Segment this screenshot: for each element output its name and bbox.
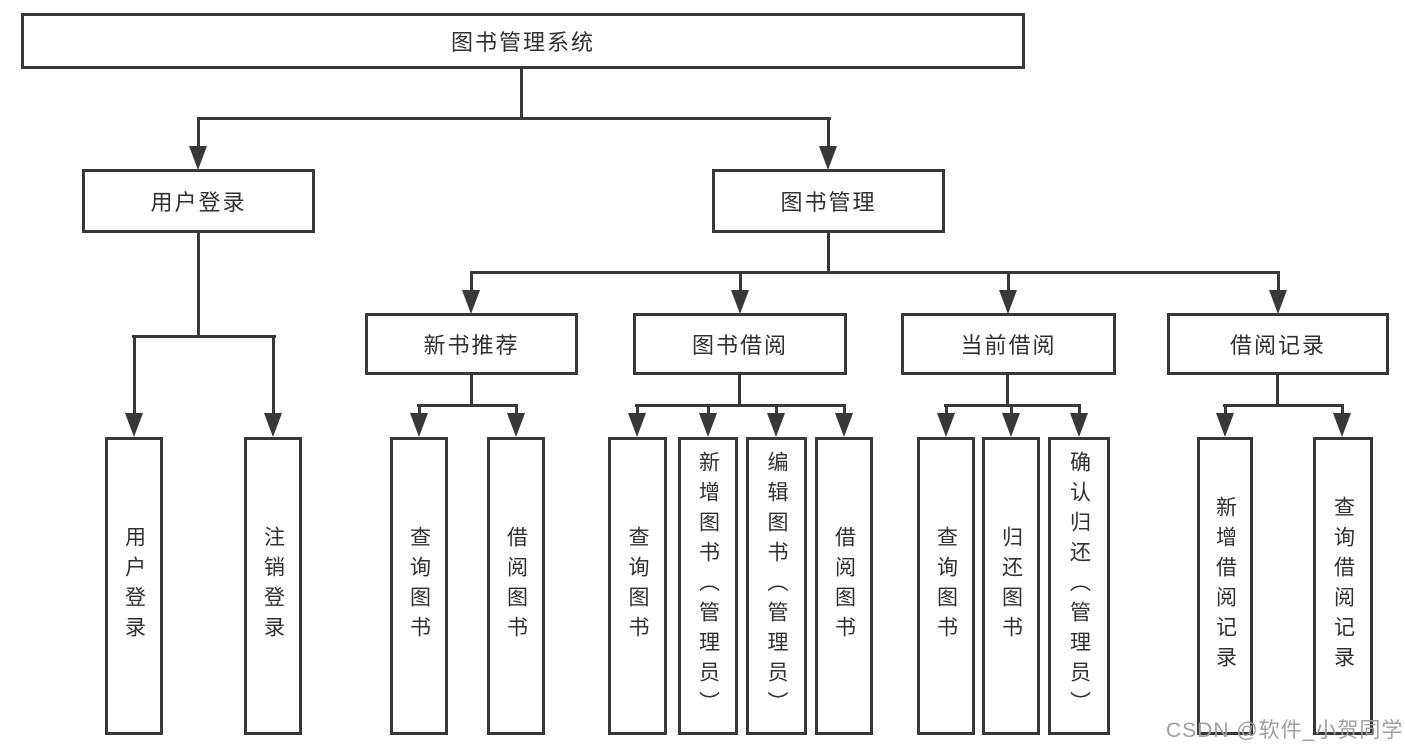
arrowhead-icon [767,413,785,437]
connector-line [635,404,846,407]
leaf-confirm-return-admin: 确认归还（管理员） [1048,437,1110,735]
arrowhead-icon [628,413,646,437]
arrowhead-icon [189,146,207,170]
connector-line [1224,404,1227,414]
connector-line [520,69,523,120]
node-book-management-label: 图书管理 [780,190,877,215]
arrowhead-icon [819,146,837,170]
leaf-query-borrow-record-label: 查询借阅记录 [1331,496,1355,676]
node-new-book-recommend: 新书推荐 [365,313,578,375]
connector-line [1006,375,1009,407]
arrowhead-icon [1216,413,1234,437]
node-user-login-branch: 用户登录 [82,169,315,233]
leaf-query-books-borrow: 查询图书 [608,437,667,735]
connector-line [1078,404,1081,414]
leaf-borrow-books-recommend-label: 借阅图书 [504,526,528,646]
connector-line [843,404,846,414]
connector-line [470,271,473,291]
node-user-login-branch-label: 用户登录 [150,190,247,215]
connector-line [1341,404,1344,414]
node-book-management: 图书管理 [712,169,945,233]
leaf-return-book-label: 归还图书 [999,526,1023,646]
leaf-user-login-label: 用户登录 [122,526,146,646]
connector-line [197,233,200,338]
arrowhead-icon [410,413,428,437]
leaf-query-books-current-label: 查询图书 [934,526,958,646]
leaf-query-books-recommend-label: 查询图书 [407,526,431,646]
connector-line [707,404,710,414]
connector-line [739,271,742,291]
connector-line [470,375,473,407]
leaf-return-book: 归还图书 [982,437,1040,735]
arrowhead-icon [699,413,717,437]
leaf-query-books-recommend: 查询图书 [390,437,448,735]
connector-line [418,404,421,414]
connector-line [636,404,639,414]
connector-line [515,404,518,414]
arrowhead-icon [835,413,853,437]
leaf-confirm-return-admin-label: 确认归还（管理员） [1067,451,1091,721]
connector-line [1010,404,1013,414]
node-book-borrowing-label: 图书借阅 [691,333,788,358]
arrowhead-icon [264,413,282,437]
leaf-edit-book-admin: 编辑图书（管理员） [746,437,807,735]
leaf-query-borrow-record: 查询借阅记录 [1313,437,1373,735]
node-new-book-recommend-label: 新书推荐 [423,333,520,358]
connector-line [132,335,276,338]
leaf-logout: 注销登录 [244,437,302,735]
connector-line [1007,271,1010,291]
leaf-add-book-admin: 新增图书（管理员） [678,437,738,735]
leaf-add-borrow-record-label: 新增借阅记录 [1213,496,1237,676]
connector-line [470,271,1280,274]
leaf-add-borrow-record: 新增借阅记录 [1197,437,1253,735]
connector-line [133,335,136,414]
arrowhead-icon [1070,413,1088,437]
arrowhead-icon [1333,413,1351,437]
connector-line [197,117,831,120]
leaf-query-books-borrow-label: 查询图书 [626,526,649,646]
connector-line [827,117,830,147]
arrowhead-icon [507,413,525,437]
leaf-borrow-books-label: 借阅图书 [832,526,856,646]
connector-line [775,404,778,414]
connector-line [945,404,948,414]
leaf-user-login: 用户登录 [105,437,163,735]
node-root: 图书管理系统 [21,13,1025,69]
connector-line [1277,271,1280,291]
arrowhead-icon [462,290,480,314]
connector-line [1223,404,1344,407]
arrowhead-icon [937,413,955,437]
connector-line [417,404,518,407]
connector-line [1276,375,1279,407]
leaf-logout-label: 注销登录 [261,526,285,646]
node-root-label: 图书管理系统 [450,30,595,55]
node-borrowing-records-label: 借阅记录 [1229,333,1326,358]
leaf-add-book-admin-label: 新增图书（管理员） [696,451,720,721]
leaf-borrow-books: 借阅图书 [815,437,873,735]
leaf-query-books-current: 查询图书 [917,437,975,735]
node-book-borrowing: 图书借阅 [633,313,847,375]
arrowhead-icon [999,290,1017,314]
connector-line [197,117,200,147]
node-current-borrowing-label: 当前借阅 [960,333,1057,358]
csdn-watermark: CSDN @软件_小贺同学 [1166,719,1404,742]
arrowhead-icon [1269,290,1287,314]
arrowhead-icon [731,290,749,314]
arrowhead-icon [1002,413,1020,437]
connector-line [827,233,830,274]
connector-line [738,375,741,407]
arrowhead-icon [125,413,143,437]
leaf-borrow-books-recommend: 借阅图书 [487,437,545,735]
node-borrowing-records: 借阅记录 [1167,313,1389,375]
connector-line [272,335,275,414]
leaf-edit-book-admin-label: 编辑图书（管理员） [765,451,788,721]
node-current-borrowing: 当前借阅 [901,313,1116,375]
